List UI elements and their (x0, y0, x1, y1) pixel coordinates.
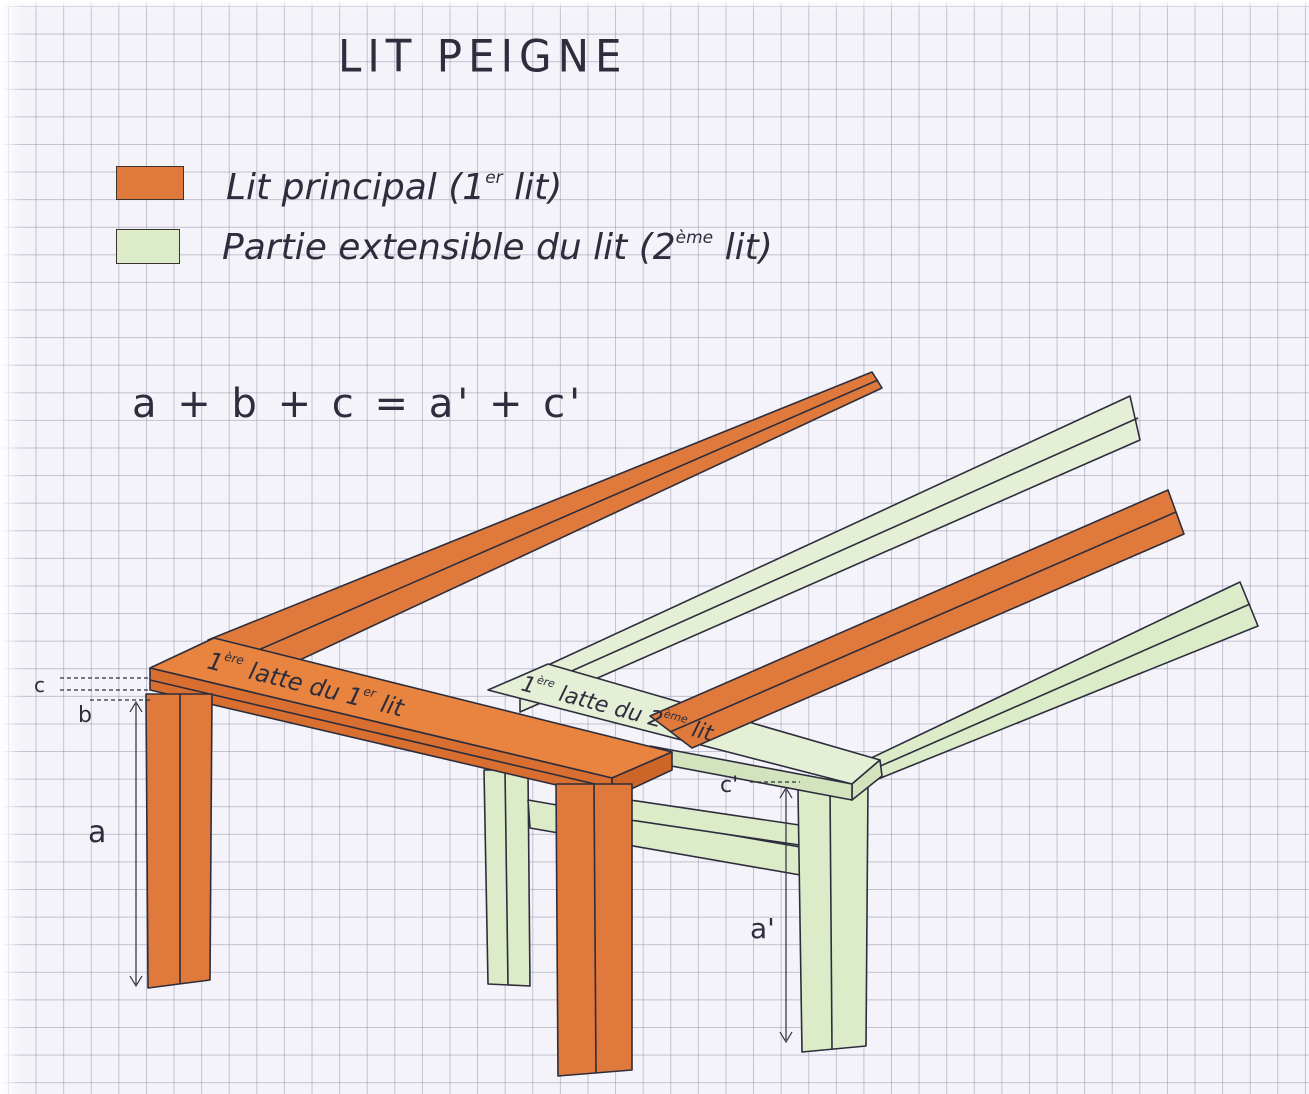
slat-label-text: 1 (205, 647, 227, 678)
height-formula: a + b + c = a' + c' (132, 381, 585, 427)
dim-label-c: c (34, 673, 45, 697)
slat-label-sup: ère (536, 673, 557, 690)
dim-label-b: b (78, 703, 92, 728)
dim-label-a-prime: a' (750, 912, 775, 945)
scan-edge-top (0, 0, 1309, 10)
extension-back-rail (519, 395, 1141, 713)
diagram-title: LIT PEIGNE (338, 30, 628, 83)
scan-edge (0, 0, 22, 1094)
dim-label-c-prime: c' (720, 773, 738, 798)
slat-label-sup: er (362, 684, 378, 701)
legend-text-tail: lit) (502, 167, 563, 208)
legend-label-extension: Partie extensible du lit (2ème lit) (222, 230, 773, 266)
legend-text-tail: lit) (713, 227, 773, 268)
extension-front-leg (797, 783, 869, 1053)
slat-label-sup: ère (223, 649, 246, 667)
legend-superscript: ème (675, 228, 714, 248)
main-bed-side-rail (207, 371, 883, 673)
legend-text: Lit principal (1 (226, 167, 486, 208)
legend-swatch-extension (116, 229, 180, 264)
legend-swatch-main-bed (116, 166, 184, 200)
main-bed-front-leg (555, 783, 633, 1077)
legend-label-main-bed: Lit principal (1er lit) (226, 170, 562, 206)
dim-label-a: a (88, 815, 106, 850)
main-bed-back-leg (145, 693, 213, 989)
slat-label-text: 1 (518, 672, 538, 700)
legend-text: Partie extensible du lit (2 (222, 227, 676, 268)
slat-label-sup: ème (662, 707, 689, 726)
legend-superscript: er (485, 168, 503, 188)
